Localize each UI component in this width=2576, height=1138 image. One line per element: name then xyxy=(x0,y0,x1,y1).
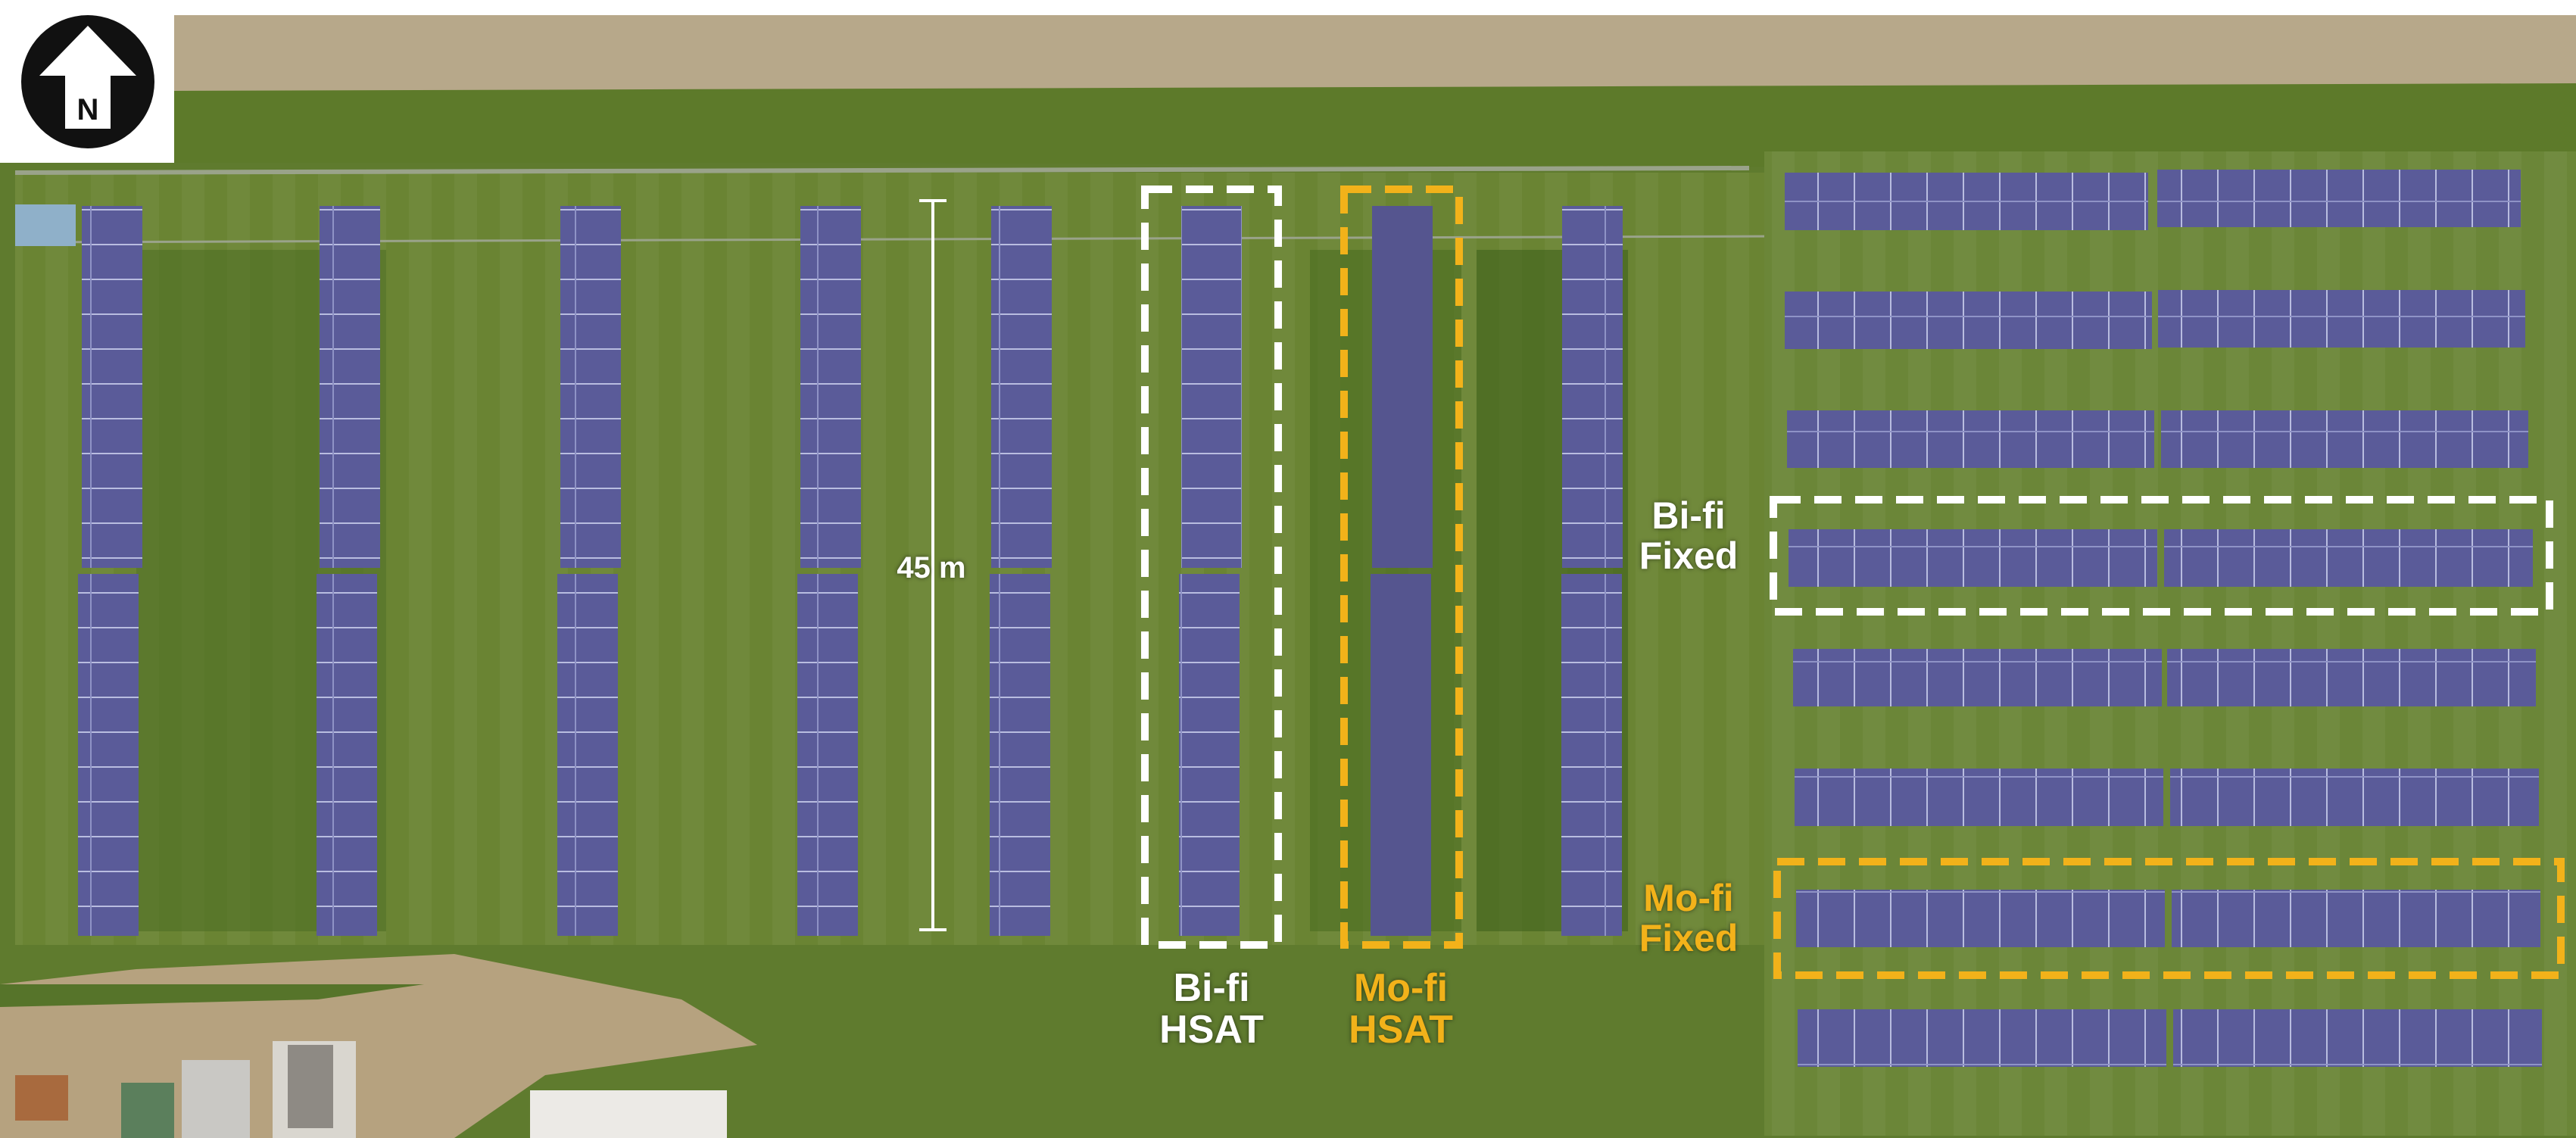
label-bifi-hsat: Bi-fi HSAT xyxy=(1136,968,1287,1050)
label-mofi-hsat-line1: Mo-fi xyxy=(1353,966,1449,1010)
fixed-row-bifi xyxy=(1789,529,2157,587)
tracker-row xyxy=(797,574,858,936)
fixed-row-bifi xyxy=(2164,529,2533,587)
label-mofi-fixed: Mo-fi Fixed xyxy=(1613,878,1764,958)
tracker-row xyxy=(1561,574,1622,936)
label-mofi-hsat-line2: HSAT xyxy=(1349,1007,1453,1052)
utility-box xyxy=(15,204,76,246)
scale-bar xyxy=(919,199,947,931)
fixed-row-mofi xyxy=(1796,890,2165,947)
label-bifi-hsat-line2: HSAT xyxy=(1159,1007,1264,1052)
compass-letter: N xyxy=(77,93,99,126)
tracker-row-bifi-hsat xyxy=(1179,574,1240,936)
mofi-fixed-highlight xyxy=(1773,858,2565,979)
shed xyxy=(182,1060,250,1138)
tracker-row-mofi-hsat xyxy=(1372,206,1433,568)
tracker-row xyxy=(990,574,1050,936)
fixed-rows xyxy=(1785,170,2542,1067)
bifi-fixed-highlight xyxy=(1770,496,2553,616)
tracker-row xyxy=(991,206,1052,568)
label-bifi-fixed-line1: Bi-fi xyxy=(1651,494,1726,537)
tracker-row xyxy=(78,574,139,936)
shed xyxy=(121,1083,174,1138)
fixed-row xyxy=(1798,1009,2166,1067)
fixed-row xyxy=(2170,769,2539,826)
tracker-row xyxy=(1562,206,1623,568)
equipment xyxy=(15,1075,68,1121)
label-mofi-hsat: Mo-fi HSAT xyxy=(1325,968,1477,1050)
fixed-row xyxy=(1795,769,2163,826)
fixed-row xyxy=(1785,292,2152,349)
building xyxy=(530,1090,727,1138)
label-bifi-hsat-line1: Bi-fi xyxy=(1173,966,1250,1010)
label-mofi-fixed-line2: Fixed xyxy=(1639,916,1739,959)
tracker-row xyxy=(82,206,142,568)
fixed-row xyxy=(1793,649,2162,706)
label-mofi-fixed-line1: Mo-fi xyxy=(1643,877,1734,919)
fixed-row-mofi xyxy=(2172,890,2540,947)
building-roof xyxy=(288,1045,333,1128)
tracker-row xyxy=(320,206,380,568)
tracker-row xyxy=(560,206,621,568)
tracker-row xyxy=(317,574,377,936)
fixed-row xyxy=(2173,1009,2542,1067)
compass: N xyxy=(0,0,174,163)
mofi-hsat-highlight xyxy=(1340,186,1463,949)
tracker-row xyxy=(557,574,618,936)
tracker-row xyxy=(800,206,861,568)
scale-label: 45 m xyxy=(897,551,966,585)
label-bifi-fixed: Bi-fi Fixed xyxy=(1613,496,1764,575)
fixed-row xyxy=(2158,290,2525,348)
label-bifi-fixed-line2: Fixed xyxy=(1639,534,1739,577)
fixed-row xyxy=(2167,649,2536,706)
fixed-row xyxy=(1785,173,2148,230)
fixed-row xyxy=(1787,410,2154,468)
fixed-row xyxy=(2157,170,2521,227)
tracker-row-mofi-hsat xyxy=(1371,574,1431,936)
tracker-rows xyxy=(78,206,1623,936)
tracker-row-bifi-hsat xyxy=(1181,206,1242,568)
bifi-hsat-highlight xyxy=(1141,186,1282,949)
fixed-row xyxy=(2161,410,2528,468)
